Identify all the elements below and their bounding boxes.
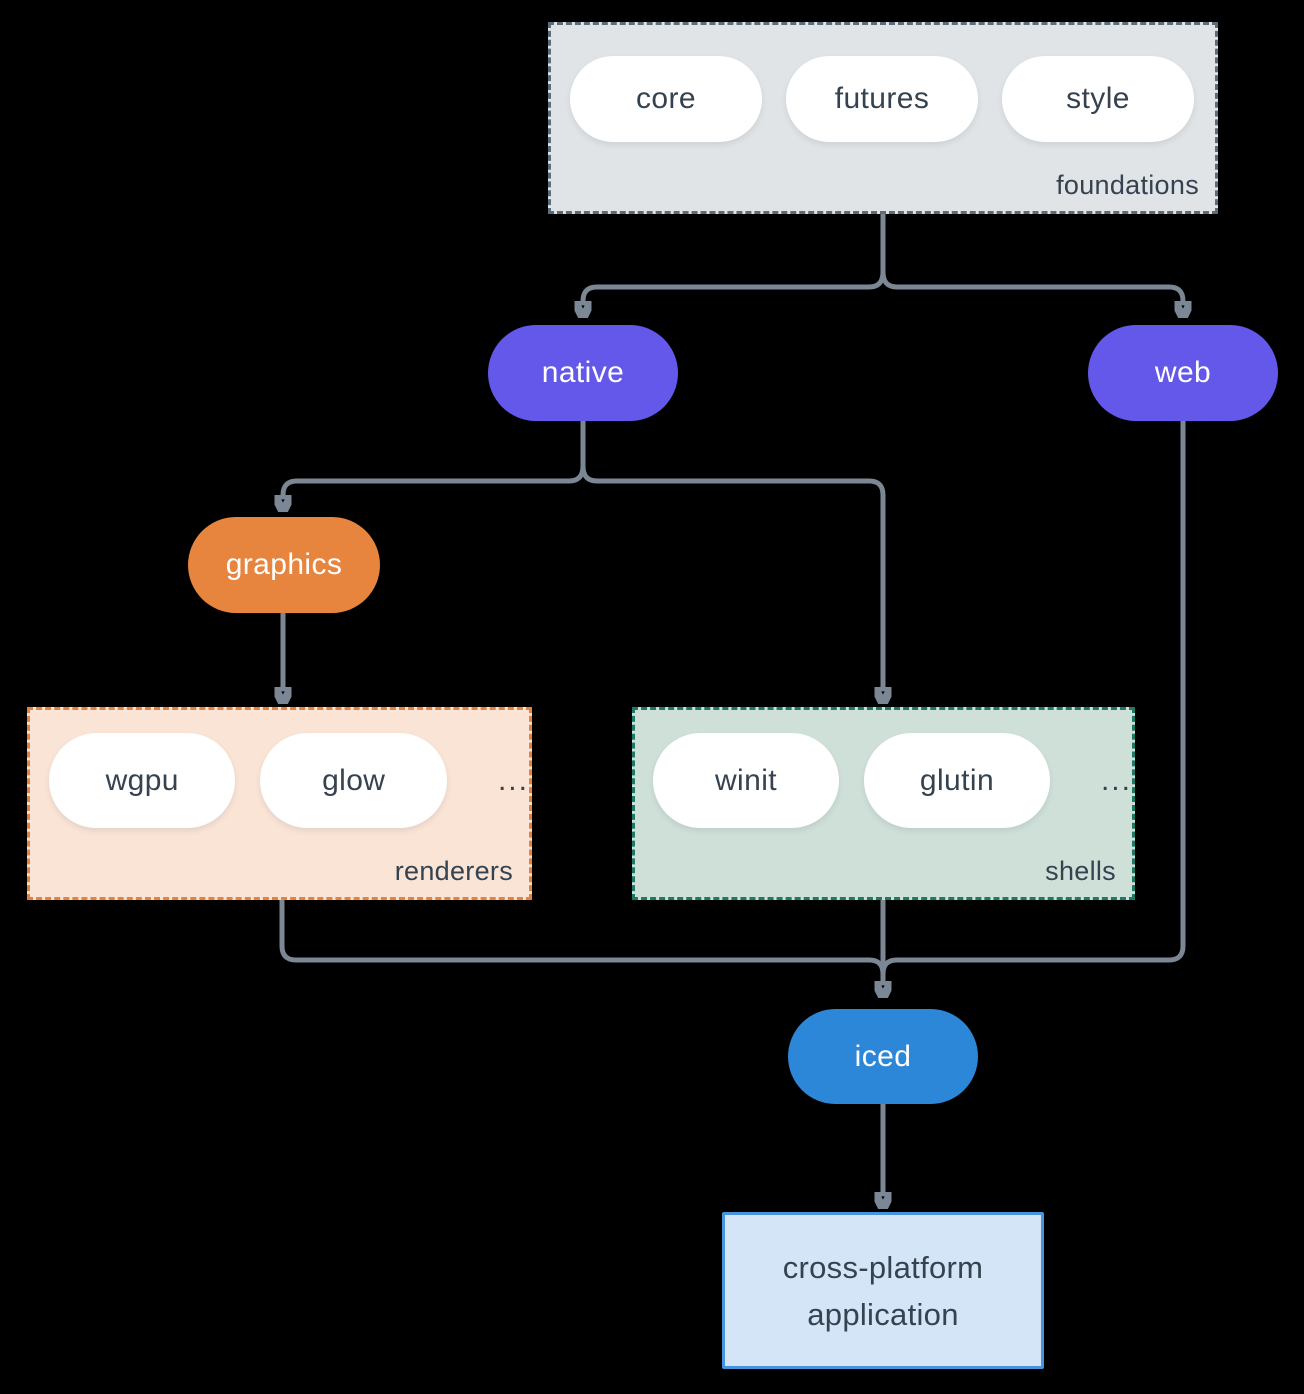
pill-core: core bbox=[570, 56, 762, 142]
edge-merge-fillet-right bbox=[880, 957, 898, 975]
group-shells: winit glutin ... shells bbox=[632, 707, 1135, 900]
node-iced: iced bbox=[788, 1009, 978, 1104]
renderers-pill-row: wgpu glow ... bbox=[30, 710, 529, 828]
box-cross-platform-application: cross-platform application bbox=[722, 1212, 1044, 1369]
node-web: web bbox=[1088, 325, 1278, 421]
node-native: native bbox=[488, 325, 678, 421]
group-foundations: core futures style foundations bbox=[548, 22, 1218, 214]
app-label-line1: cross-platform bbox=[782, 1249, 984, 1285]
edge-native-graphics bbox=[283, 465, 586, 496]
pill-futures: futures bbox=[786, 56, 978, 142]
edge-merge-fillet-left bbox=[868, 957, 886, 975]
pill-winit: winit bbox=[653, 733, 839, 828]
edge-renderers-merge bbox=[279, 900, 869, 963]
app-label-line2: application bbox=[807, 1296, 959, 1332]
shells-ellipsis: ... bbox=[1100, 763, 1132, 797]
pill-wgpu: wgpu bbox=[49, 733, 236, 828]
renderers-label: renderers bbox=[394, 856, 513, 886]
pill-glow: glow bbox=[260, 733, 447, 828]
node-graphics: graphics bbox=[188, 517, 380, 613]
shells-label: shells bbox=[1045, 856, 1116, 886]
foundations-label: foundations bbox=[1056, 170, 1199, 200]
shells-pill-row: winit glutin ... bbox=[635, 710, 1132, 828]
pill-style: style bbox=[1002, 56, 1194, 142]
edge-foundations-web bbox=[880, 271, 1183, 302]
edge-native-shells bbox=[580, 465, 883, 688]
renderers-ellipsis: ... bbox=[497, 763, 529, 797]
foundations-pill-row: core futures style bbox=[551, 25, 1215, 142]
pill-glutin: glutin bbox=[863, 733, 1050, 828]
edge-foundations-native bbox=[583, 271, 886, 302]
group-renderers: wgpu glow ... renderers bbox=[27, 707, 532, 900]
